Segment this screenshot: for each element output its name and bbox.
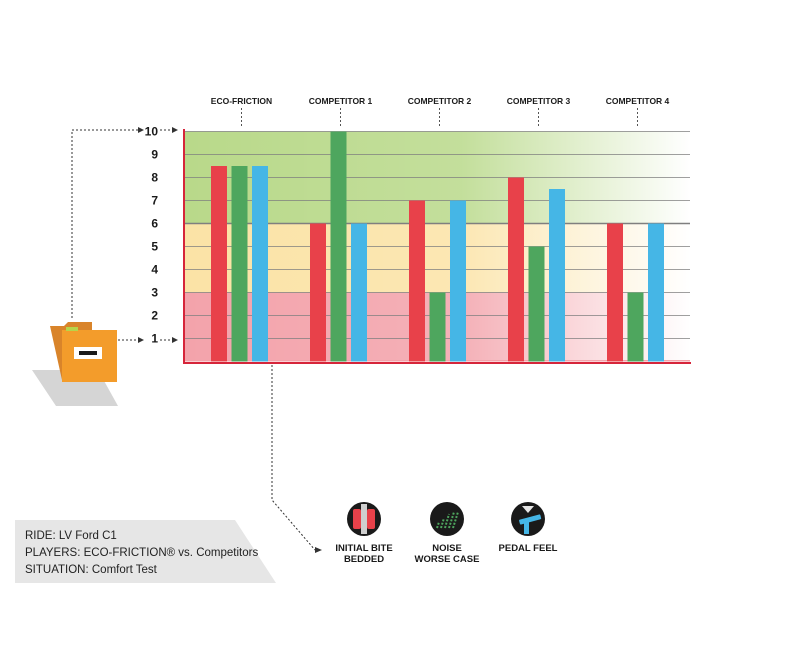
y-tick-10: 10	[145, 125, 159, 139]
info-situation: SITUATION: Comfort Test	[25, 564, 158, 576]
info-players: PLAYERS: ECO-FRICTION® vs. Competitors	[25, 547, 258, 559]
bar-competitor-3-1	[528, 246, 545, 362]
legend-label-initial-bite-2: BEDDED	[344, 554, 384, 565]
y-tick-1: 1	[151, 332, 158, 346]
category-labels: ECO-FRICTION COMPETITOR 1 COMPETITOR 2 COMP…	[211, 96, 670, 128]
bar-competitor-4-0	[607, 223, 623, 362]
bar-competitor-2-2	[450, 200, 466, 362]
connector-dots	[160, 129, 171, 341]
bar-eco-friction-2	[252, 166, 268, 362]
legend-label-initial-bite: INITIAL BITE	[335, 543, 392, 554]
legend: INITIAL BITE BEDDED NOISE WORSE CASE	[335, 502, 558, 565]
bar-competitor-1-1	[330, 131, 347, 362]
category-label-3: COMPETITOR 3	[507, 96, 571, 106]
pedal-icon	[511, 502, 545, 536]
y-tick-8: 8	[151, 171, 158, 185]
brake-caliper-icon	[347, 502, 381, 536]
bar-competitor-4-1	[627, 292, 644, 362]
info-box: RIDE: LV Ford C1 PLAYERS: ECO-FRICTION® …	[15, 520, 276, 583]
bar-eco-friction-0	[211, 166, 227, 362]
legend-item-noise: NOISE WORSE CASE	[415, 502, 480, 565]
legend-item-pedal-feel: PEDAL FEEL	[499, 502, 558, 554]
bar-competitor-4-2	[648, 223, 664, 362]
folder-icon	[32, 322, 118, 406]
y-tick-9: 9	[151, 148, 158, 162]
category-label-2: COMPETITOR 2	[408, 96, 472, 106]
category-label-4: COMPETITOR 4	[606, 96, 670, 106]
info-ride: RIDE: LV Ford C1	[25, 530, 117, 542]
connector-arrows	[138, 127, 322, 553]
y-tick-3: 3	[151, 286, 158, 300]
y-tick-labels: 1 2 3 4 5 6 7 8 9 10	[145, 125, 159, 346]
y-tick-6: 6	[151, 217, 158, 231]
bar-competitor-3-0	[508, 177, 524, 362]
legend-item-initial-bite: INITIAL BITE BEDDED	[335, 502, 393, 565]
legend-label-noise: NOISE	[432, 543, 462, 554]
connector-lines	[71, 129, 316, 551]
noise-waves-icon	[430, 502, 464, 536]
bar-competitor-3-2	[549, 189, 565, 362]
bar-competitor-1-2	[351, 223, 367, 362]
legend-label-noise-2: WORSE CASE	[415, 554, 480, 565]
bars	[211, 131, 664, 362]
y-tick-5: 5	[151, 240, 158, 254]
category-label-1: COMPETITOR 1	[309, 96, 373, 106]
bar-eco-friction-1	[231, 166, 248, 362]
category-label-0: ECO-FRICTION	[211, 96, 272, 106]
bar-competitor-1-0	[310, 223, 326, 362]
y-tick-4: 4	[151, 263, 158, 277]
bar-competitor-2-1	[429, 292, 446, 362]
bar-competitor-2-0	[409, 200, 425, 362]
y-tick-7: 7	[151, 194, 158, 208]
legend-label-pedal-feel: PEDAL FEEL	[499, 543, 558, 554]
y-tick-2: 2	[151, 309, 158, 323]
